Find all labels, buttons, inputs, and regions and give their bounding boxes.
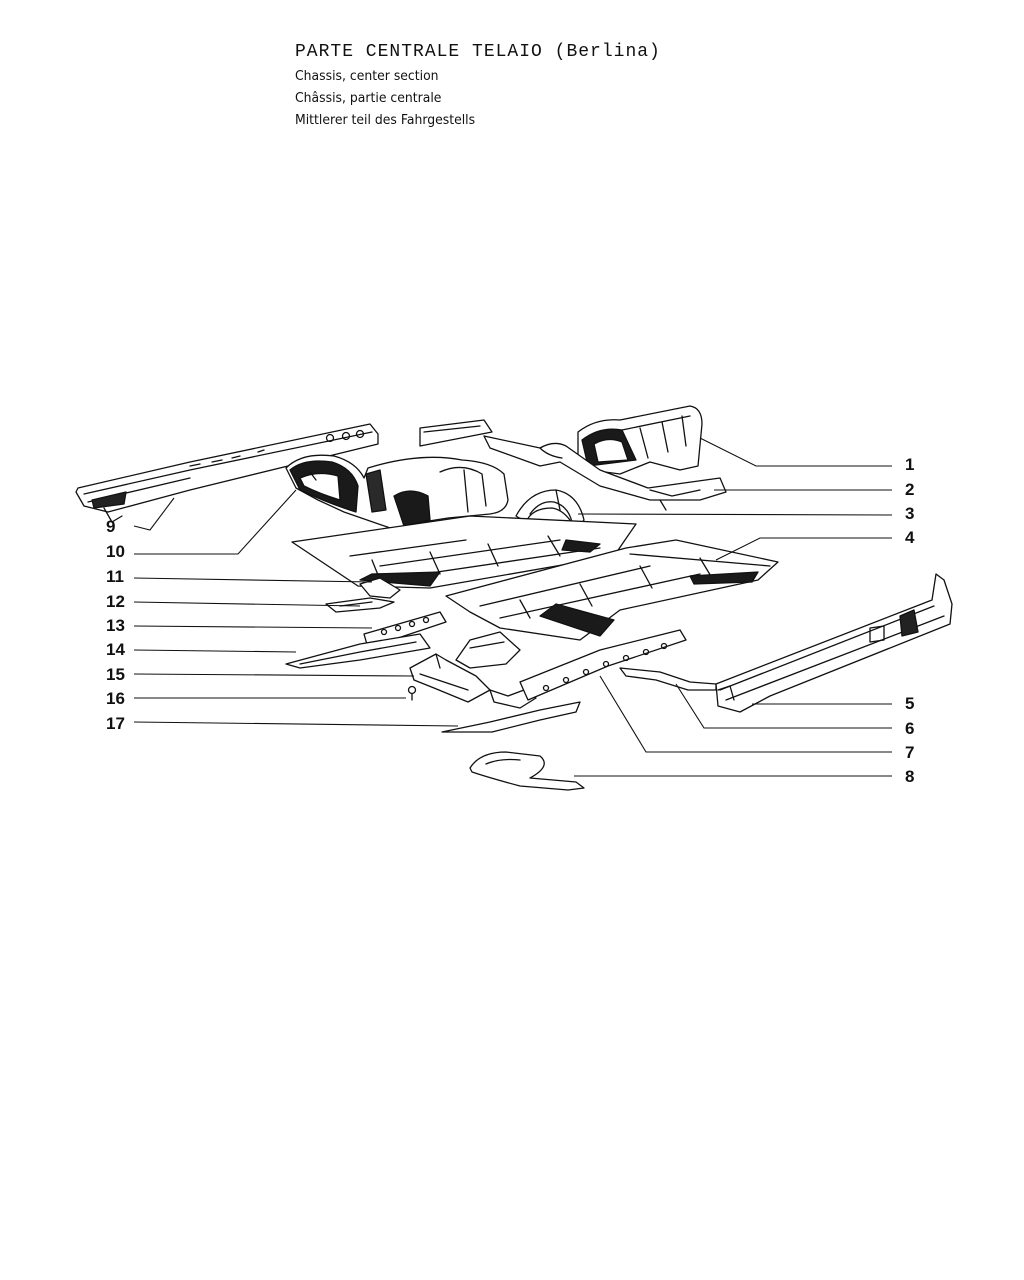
leader-13 <box>133 625 373 629</box>
callout-3: 3 <box>905 504 914 523</box>
callout-11: 11 <box>106 567 124 586</box>
part-17-stiffener <box>441 701 581 733</box>
callout-15: 15 <box>106 665 125 684</box>
part-5-outer-sill <box>715 573 953 713</box>
callout-16: 16 <box>106 689 125 708</box>
part-12-bracket <box>325 597 395 613</box>
callout-12: 12 <box>106 592 125 611</box>
subtitle-german: Mittlerer teil des Fahrgestells <box>295 112 476 128</box>
callout-7: 7 <box>905 743 914 762</box>
part-7-sill-inner <box>519 629 687 701</box>
callout-14: 14 <box>106 640 125 659</box>
part-16-pin <box>407 685 417 701</box>
part-10-front-tunnel <box>285 454 509 531</box>
leader-9 <box>133 497 175 531</box>
leader-10 <box>134 489 297 555</box>
part-4-floor-pan <box>291 515 779 641</box>
leader-7 <box>599 675 892 753</box>
callout-5: 5 <box>905 694 914 713</box>
callout-13: 13 <box>106 616 125 635</box>
callout-9: 9 <box>106 517 115 536</box>
part-15-jack-bracket <box>409 653 537 709</box>
leader-6 <box>675 683 892 729</box>
leader-14 <box>133 649 297 653</box>
callout-4: 4 <box>905 528 915 547</box>
leader-lines <box>133 437 893 777</box>
part-14-cross-member <box>455 631 521 669</box>
part-2-cross-member <box>419 419 727 511</box>
leader-15 <box>133 673 415 677</box>
callout-10: 10 <box>106 542 125 561</box>
leader-1 <box>699 437 892 467</box>
page-title: PARTE CENTRALE TELAIO (Berlina) <box>295 42 661 62</box>
callout-8: 8 <box>905 767 914 786</box>
title-block: PARTE CENTRALE TELAIO (Berlina) Chassis,… <box>295 42 661 134</box>
callout-6: 6 <box>905 719 914 738</box>
part-13-inner-member <box>285 611 447 669</box>
leader-17 <box>133 721 459 727</box>
subtitle-english: Chassis, center section <box>295 68 439 84</box>
callout-17: 17 <box>106 714 125 733</box>
callout-1: 1 <box>905 455 914 474</box>
part-8-gusset <box>469 751 585 791</box>
leader-3 <box>577 513 893 516</box>
callout-labels: 1 2 3 4 5 6 7 8 9 10 11 12 13 14 15 16 1… <box>106 455 915 786</box>
part-9-front-rail <box>75 423 379 523</box>
subtitle-french: Châssis, partie centrale <box>295 90 442 106</box>
leader-12 <box>133 601 361 607</box>
part-11-bracket <box>359 577 401 599</box>
part-6-outrigger <box>619 667 717 691</box>
leader-11 <box>133 577 373 583</box>
part-1-rear-tunnel <box>577 405 703 475</box>
callout-2: 2 <box>905 480 914 499</box>
leader-4 <box>715 537 892 561</box>
